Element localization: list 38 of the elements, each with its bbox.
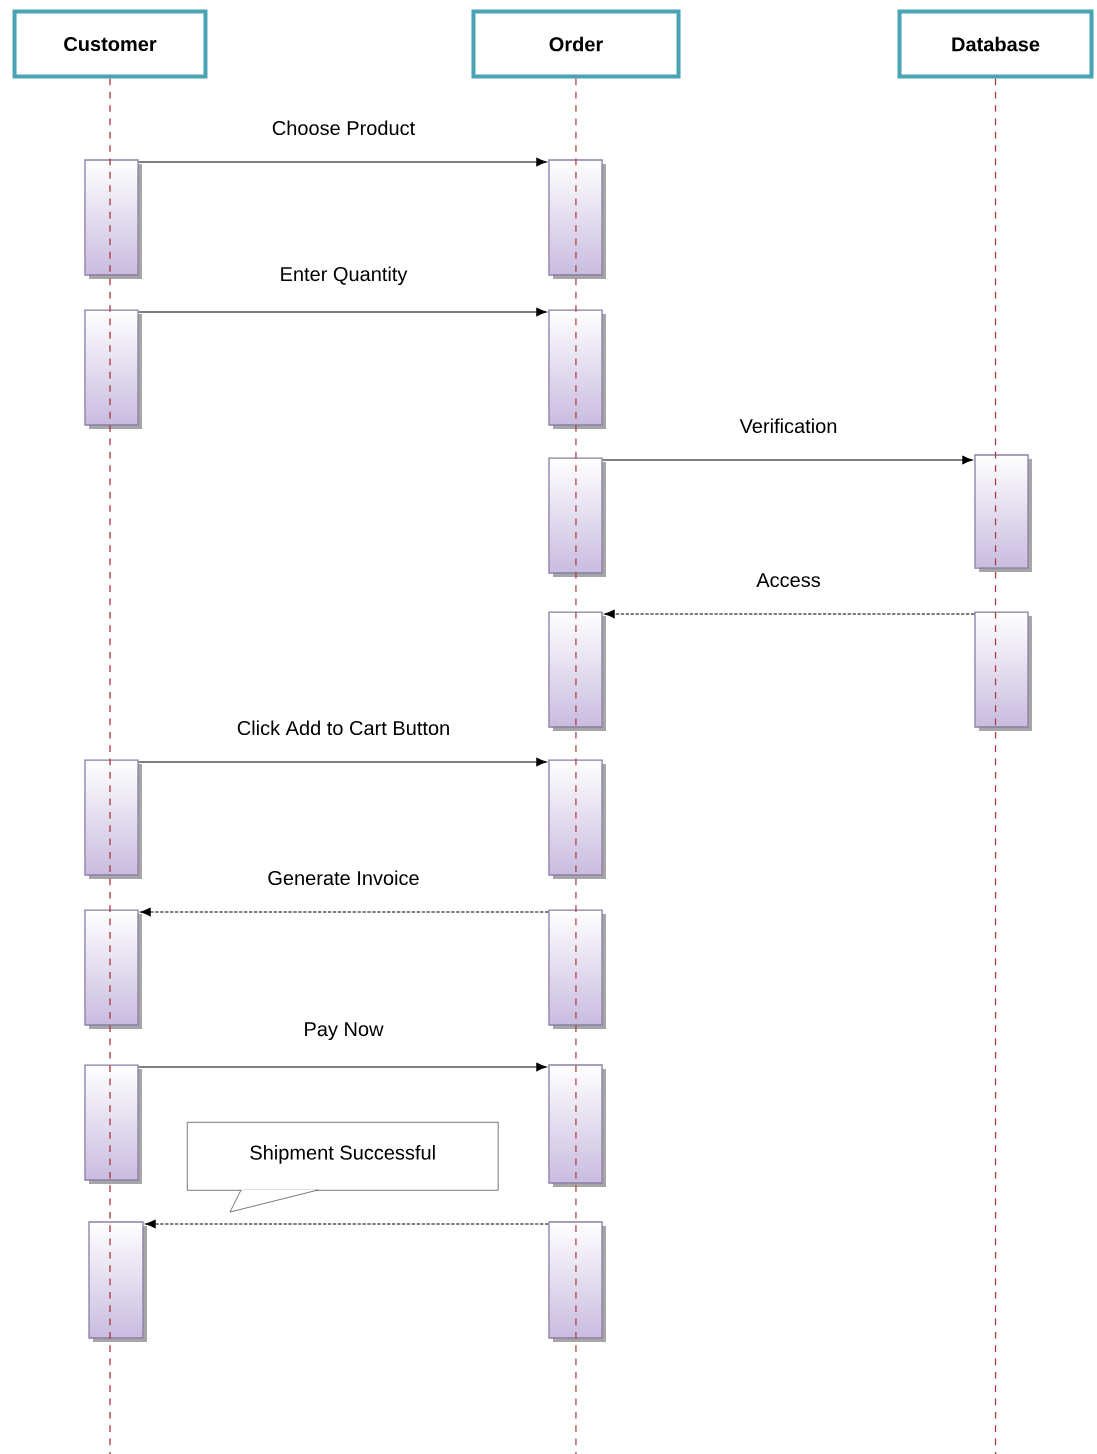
message-arrow [604, 609, 975, 619]
edge-label: Choose Product [270, 119, 417, 137]
activation-bar [548, 457, 606, 577]
edge-label: Verification [738, 417, 839, 435]
edge-label: Click Add to Cart Button [235, 719, 452, 737]
message-arrow [138, 757, 547, 767]
activation-bar [548, 159, 606, 279]
activation-bar [974, 611, 1032, 731]
edge-label: Pay Now [302, 1020, 385, 1042]
edge-label: Enter Quantity [278, 265, 409, 287]
activation-bar [548, 611, 606, 731]
lifeline-header: Database [897, 9, 1094, 79]
message-arrow [138, 307, 547, 317]
lifeline [575, 77, 577, 1454]
activation-bar [548, 759, 606, 879]
message-arrow [138, 1062, 547, 1072]
lifeline-header: Order [471, 9, 681, 79]
lifeline-header: Customer [12, 9, 208, 79]
activation-bar [84, 759, 142, 879]
lifeline [109, 77, 111, 1454]
activation-bar [84, 159, 142, 279]
activation-bar [548, 1221, 606, 1342]
lifeline [994, 77, 997, 1454]
activation-bar [548, 1064, 606, 1187]
activation-bar [84, 309, 142, 429]
edge-label: Access [754, 571, 823, 589]
message-arrow [138, 157, 547, 167]
activation-bar [84, 909, 142, 1029]
activation-bar [84, 1064, 142, 1184]
message-arrow [602, 455, 973, 465]
activation-bar [548, 309, 606, 429]
activation-bar [548, 909, 606, 1029]
speech-callout: Shipment Successful [187, 1122, 499, 1213]
edge-label: Generate Invoice [266, 869, 421, 887]
message-arrow [140, 907, 549, 917]
activation-bar [88, 1221, 147, 1342]
message-arrow [145, 1219, 549, 1229]
activation-bar [974, 454, 1032, 572]
